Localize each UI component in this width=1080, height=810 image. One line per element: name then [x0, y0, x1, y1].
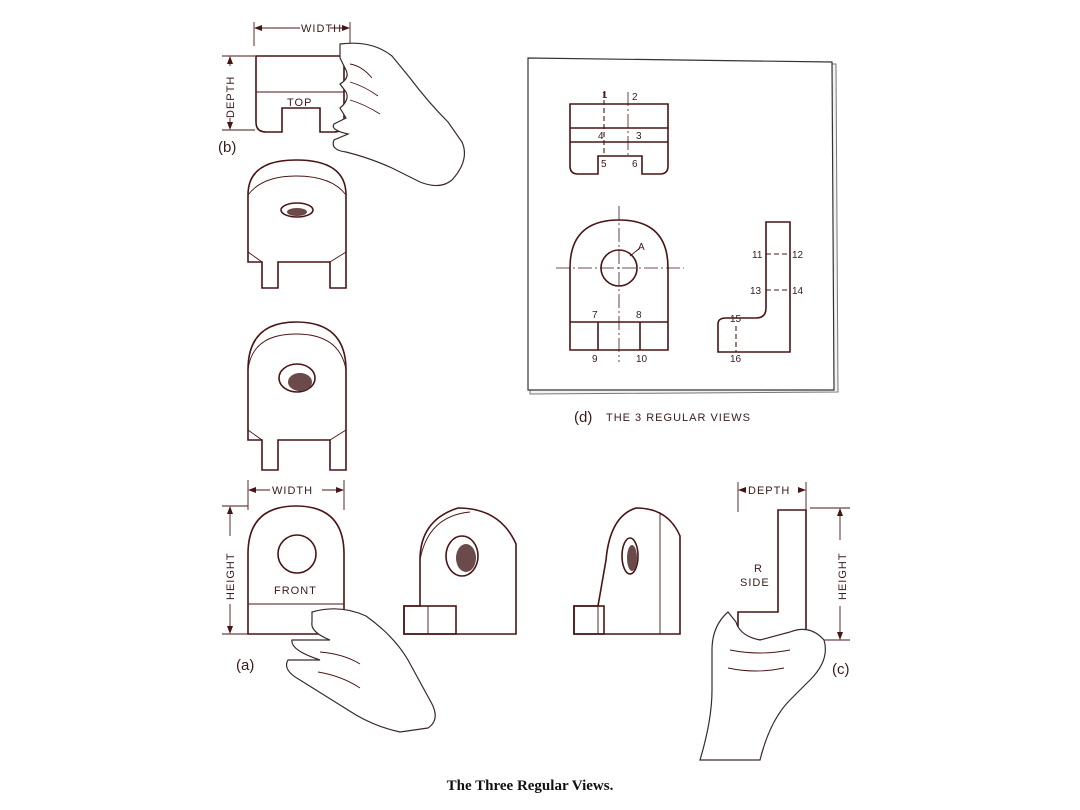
sheet-number-10: 10: [636, 354, 648, 365]
side-view-object: DEPTH HEIGHT R SIDE (c): [699, 482, 850, 761]
sheet-caption: THE 3 REGULAR VIEWS: [606, 412, 751, 424]
width-dimension-front: WIDTH: [272, 485, 313, 497]
side-face-label-2: SIDE: [740, 577, 770, 589]
sheet-front-view: A 7 8 9 10: [556, 206, 684, 365]
sheet-number-15: 15: [730, 314, 742, 325]
depth-dimension-top: DEPTH: [225, 76, 237, 118]
sheet-side-view: 11 12 13 14 15 16 1: [602, 90, 804, 365]
panel-label-a: (a): [236, 657, 254, 674]
side-face-label-1: R: [754, 563, 763, 575]
sheet-top-view: 2 4 3 5 6: [569, 92, 669, 175]
rotated-object-4: [573, 507, 681, 635]
drawing-sheet: 2 4 3 5 6 A 7 8 9 10 11: [527, 57, 839, 426]
front-face-label: FRONT: [274, 585, 317, 597]
rotated-object-2: [247, 321, 347, 471]
sheet-number-4: 4: [598, 131, 604, 142]
sheet-number-8: 8: [636, 310, 642, 321]
hand-top: [332, 42, 465, 187]
sheet-number-7: 7: [592, 310, 598, 321]
front-view-object: WIDTH HEIGHT FRONT (a): [222, 480, 436, 733]
figure-caption: The Three Regular Views.: [447, 778, 614, 794]
sheet-number-2: 2: [632, 92, 638, 103]
rotated-object-3: [403, 507, 517, 635]
sheet-number-3: 3: [636, 131, 642, 142]
sheet-number-13: 13: [750, 286, 762, 297]
sheet-number-9: 9: [592, 354, 598, 365]
rotated-object-1: [247, 159, 347, 289]
depth-dimension-side: DEPTH: [748, 485, 790, 497]
sheet-number-16: 16: [730, 354, 742, 365]
sheet-number-12: 12: [792, 250, 804, 261]
sheet-number-11: 11: [752, 250, 763, 261]
panel-label-d: (d): [574, 409, 592, 426]
hand-front: [285, 608, 436, 733]
panel-label-c: (c): [832, 661, 850, 678]
sheet-point-a: A: [638, 242, 645, 253]
height-dimension-front: HEIGHT: [225, 552, 237, 600]
width-dimension-top: WIDTH: [301, 23, 342, 35]
top-face-label: TOP: [287, 97, 312, 109]
panel-label-b: (b): [218, 139, 236, 156]
sheet-number-5: 5: [601, 159, 607, 170]
height-dimension-side: HEIGHT: [837, 552, 849, 600]
top-view-object: WIDTH DEPTH TOP (b): [218, 22, 465, 187]
sheet-number-1: 1: [602, 90, 608, 101]
sheet-number-14: 14: [792, 286, 804, 297]
sheet-number-6: 6: [632, 159, 638, 170]
hand-side: [699, 611, 826, 761]
